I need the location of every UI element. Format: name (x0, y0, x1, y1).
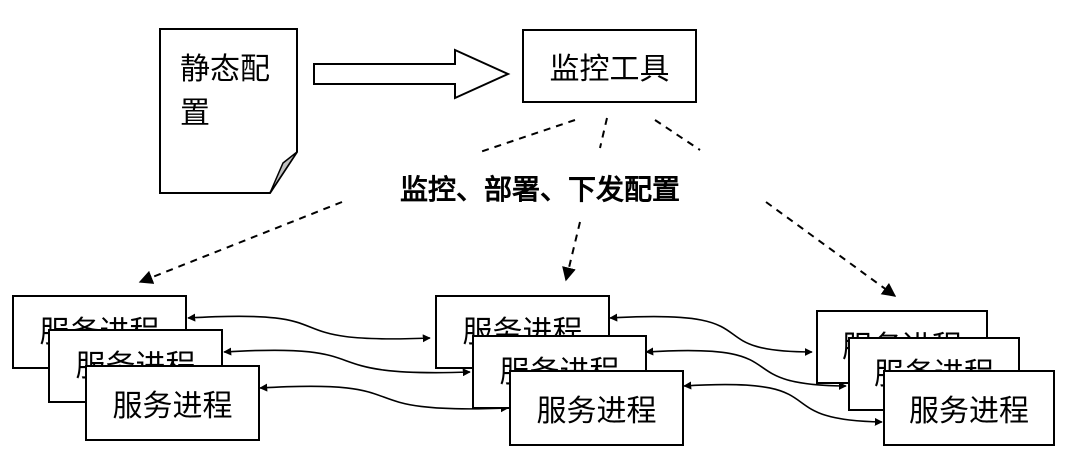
static-config-line2: 置 (180, 96, 210, 131)
dashed-line-upper-left (479, 119, 576, 153)
process-label: 服务进程 (536, 394, 657, 429)
process-box-left-3: 服务进程 (85, 365, 260, 441)
center-label: 监控、部署、下发配置 (400, 173, 681, 206)
dashed-arrow-mid (562, 221, 581, 282)
process-label: 服务进程 (909, 394, 1029, 429)
process-connectors (187, 313, 883, 426)
hollow-arrow (313, 48, 511, 100)
static-config-line1: 静态配 (180, 52, 270, 87)
static-config-text: 静态配 置 (180, 48, 290, 136)
process-label: 服务进程 (112, 389, 233, 424)
process-box-right-3: 服务进程 (883, 370, 1055, 446)
connector-left-middle-1 (187, 313, 431, 343)
dashed-line-upper-mid (599, 117, 608, 149)
document-fold (269, 151, 298, 194)
dashed-arrow-right (765, 201, 897, 297)
connector-left-middle-2 (223, 347, 471, 377)
process-box-middle-3: 服务进程 (509, 370, 684, 446)
dashed-arrows (138, 117, 897, 297)
monitor-tool-box: 监控工具 (522, 29, 697, 103)
dashed-line-upper-right (654, 119, 701, 151)
dashed-arrow-left (138, 201, 343, 284)
monitor-tool-label: 监控工具 (549, 52, 670, 87)
connector-left-middle-3 (259, 383, 509, 413)
connector-middle-right-3 (683, 381, 883, 426)
